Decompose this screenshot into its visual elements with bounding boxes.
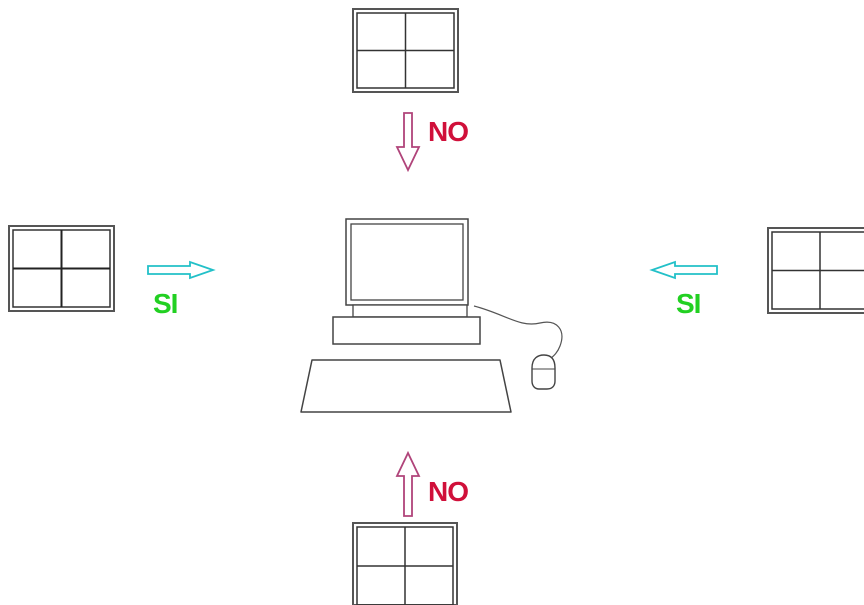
window-right bbox=[768, 228, 864, 313]
label-si-left: SI bbox=[153, 290, 177, 318]
arrow-right-left bbox=[148, 262, 213, 278]
keyboard-icon bbox=[301, 360, 511, 412]
window-top bbox=[353, 9, 458, 92]
arrow-down-top bbox=[397, 113, 419, 170]
window-bottom bbox=[353, 523, 457, 605]
label-no-bottom: NO bbox=[428, 478, 468, 506]
mouse-cable bbox=[474, 306, 562, 360]
window-left bbox=[9, 226, 114, 311]
label-si-right: SI bbox=[676, 290, 700, 318]
computer-icon bbox=[301, 219, 511, 412]
arrow-up-bottom bbox=[397, 453, 419, 516]
arrow-left-right bbox=[652, 262, 717, 278]
mouse-icon bbox=[532, 355, 555, 389]
label-no-top: NO bbox=[428, 118, 468, 146]
